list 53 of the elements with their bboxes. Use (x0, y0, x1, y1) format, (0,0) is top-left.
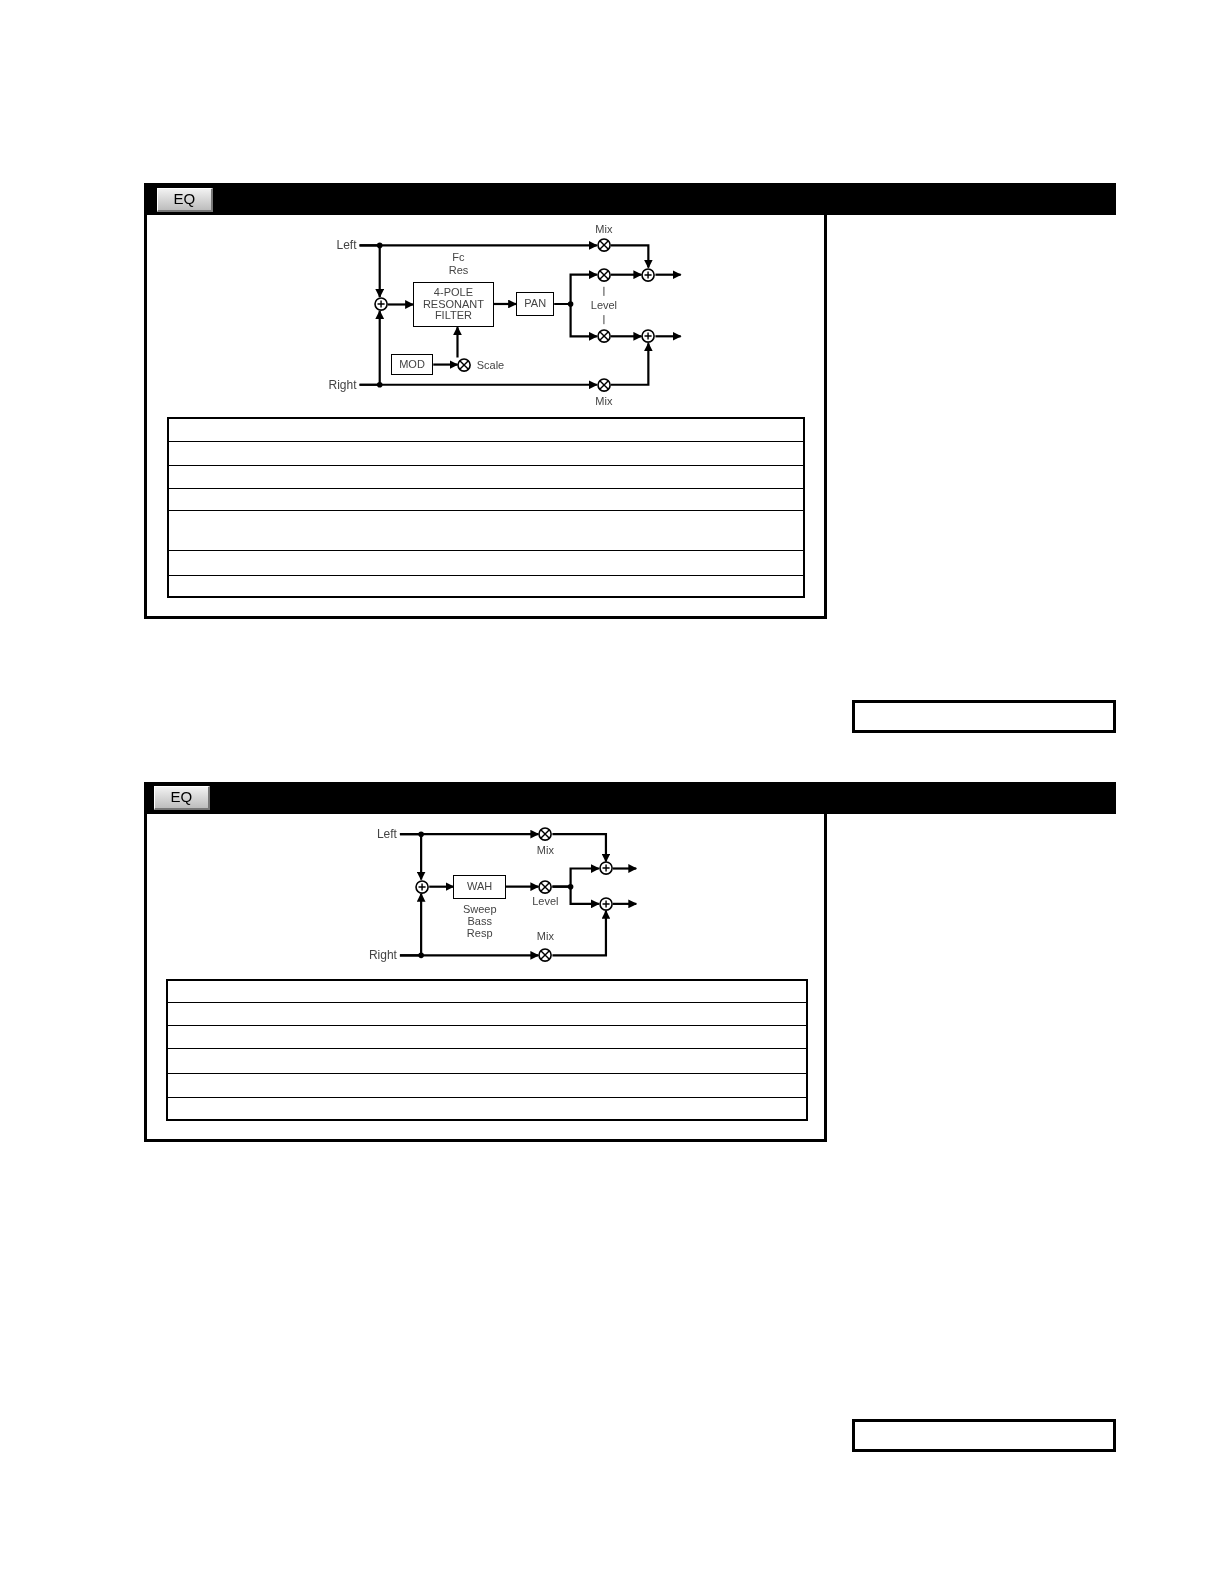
arrow (552, 910, 611, 957)
signal-label: Left (363, 827, 400, 842)
multiplier-symbol (596, 329, 611, 344)
arrow (655, 331, 682, 341)
arrow (433, 360, 459, 369)
parameter-label: Level (531, 894, 560, 907)
summing-junction (641, 267, 656, 282)
multiplier-symbol (538, 948, 553, 963)
arrow (611, 244, 653, 269)
parameter-label: Mix (535, 930, 555, 943)
arrow (611, 331, 643, 341)
arrow (429, 882, 455, 892)
parameter-label: Scale (476, 358, 506, 371)
summing-junction (598, 896, 613, 911)
arrow (493, 299, 517, 309)
process-box: PAN (516, 291, 555, 317)
arrow (359, 244, 385, 298)
multiplier-symbol (596, 238, 611, 253)
summing-junction (373, 296, 388, 312)
multiplier-symbol (457, 357, 472, 372)
process-box: MOD (390, 354, 434, 375)
summing-junction (415, 879, 430, 894)
signal-label: Right (321, 377, 360, 392)
parameter-label: Mix (594, 394, 614, 407)
parameter-label: Sweep Bass Resp (461, 902, 498, 940)
parameter-label: Mix (594, 223, 614, 236)
arrow (655, 270, 682, 280)
arrow (613, 899, 638, 909)
multiplier-symbol (596, 267, 611, 282)
summing-junction (598, 861, 613, 876)
signal-label: Left (325, 238, 360, 253)
summing-junction (641, 329, 656, 344)
process-box: WAH (453, 874, 506, 899)
parameter-label: Mix (535, 844, 555, 857)
arrow (359, 380, 598, 390)
arrow (453, 326, 462, 358)
arrow (611, 342, 653, 386)
arrow (505, 882, 540, 892)
signal-label: Right (359, 948, 400, 963)
parameter-label: Fc Res (447, 251, 470, 276)
arrow (611, 270, 643, 280)
parameter-label: Level (589, 298, 619, 311)
multiplier-symbol (538, 827, 553, 842)
arrow (554, 302, 598, 341)
arrow (613, 864, 638, 873)
multiplier-symbol (596, 377, 611, 392)
process-box: 4-POLE RESONANT FILTER (413, 281, 494, 328)
arrow (399, 833, 426, 881)
arrow (399, 950, 540, 960)
arrow (552, 833, 611, 863)
arrow (387, 300, 414, 309)
multiplier-symbol (538, 879, 553, 894)
arrow (552, 885, 600, 909)
